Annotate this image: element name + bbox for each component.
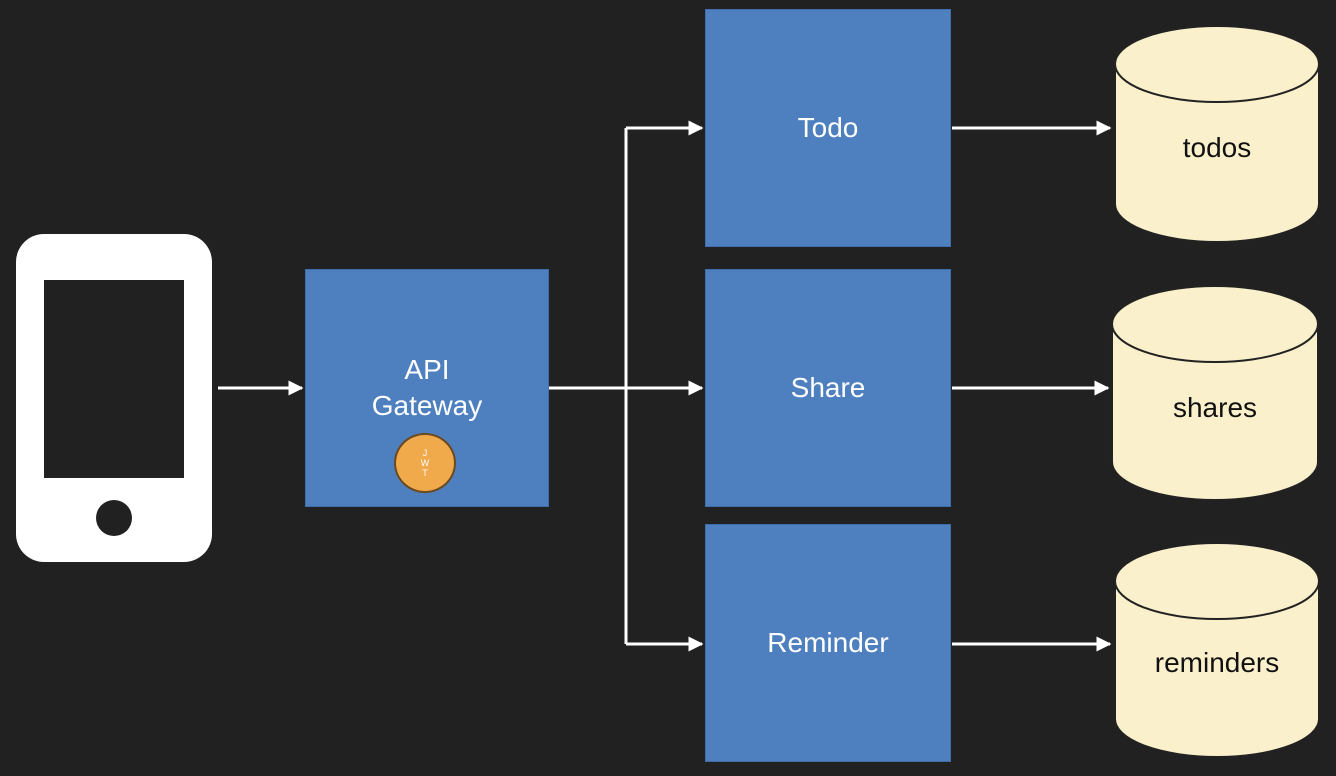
database-shares: shares <box>1110 276 1320 502</box>
database-label: reminders <box>1154 647 1280 678</box>
jwt-badge-icon: J W T <box>394 433 456 493</box>
service-box-todo: Todo <box>705 9 951 247</box>
api-gateway-label: API Gateway <box>371 354 483 421</box>
service-box-reminder: Reminder <box>705 524 951 762</box>
database-label: todos <box>1182 132 1252 163</box>
database-cylinder-icon <box>1111 285 1319 501</box>
jwt-letter: T <box>422 468 428 478</box>
jwt-letter: W <box>420 458 430 468</box>
jwt-letter: J <box>422 448 428 458</box>
database-cylinder-icon <box>1114 542 1320 758</box>
database-reminders: reminders <box>1113 533 1321 759</box>
service-box-share: Share <box>705 269 951 507</box>
service-label: Reminder <box>767 627 889 658</box>
service-label: Share <box>790 372 866 403</box>
service-label: Todo <box>797 112 859 143</box>
database-label: shares <box>1172 392 1258 423</box>
database-todos: todos <box>1113 14 1321 244</box>
database-cylinder-icon <box>1114 25 1320 243</box>
smartphone-icon <box>16 234 212 562</box>
